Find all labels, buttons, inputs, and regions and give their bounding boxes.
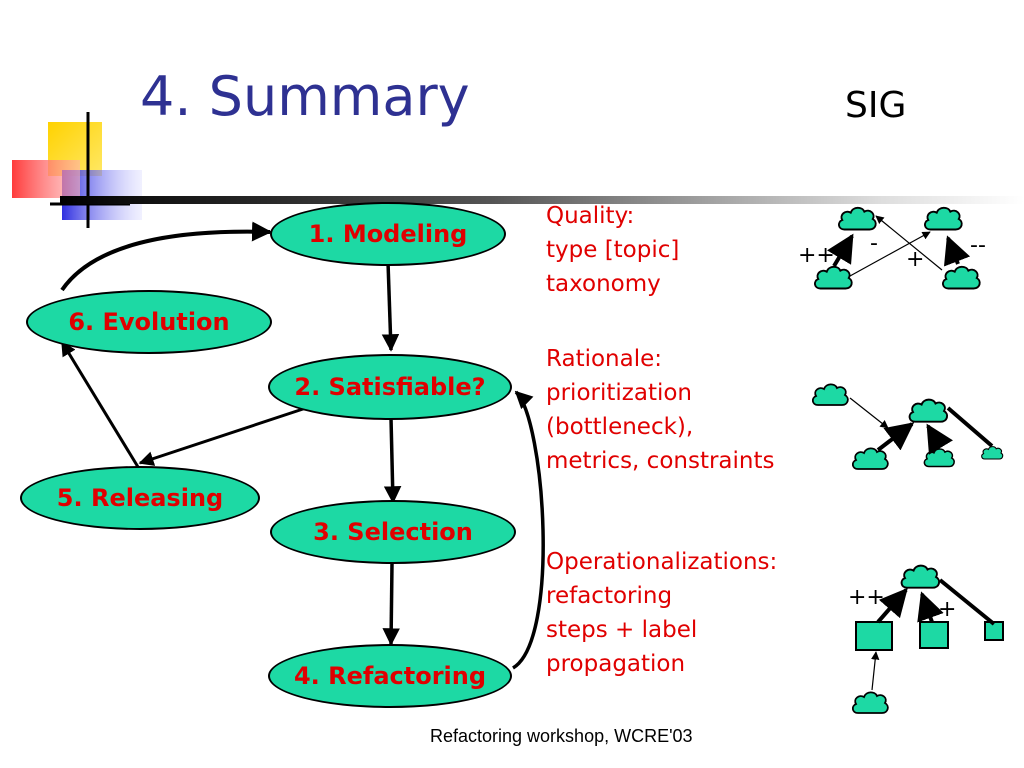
logo-graphic (12, 112, 142, 228)
sig-label: SIG (845, 85, 907, 126)
slide-footer: Refactoring workshop, WCRE'03 (430, 726, 693, 746)
sig-label-plus: + (906, 247, 924, 272)
sig-rationale-link (946, 406, 994, 448)
softgoal-cloud-icon (941, 265, 981, 290)
operationalization-box (919, 621, 949, 649)
sig-label-plus-plus: ++ (798, 243, 835, 268)
arrow-satisfiable-to-selection (383, 417, 402, 504)
note-quality: Quality: type [topic] taxonomy (546, 199, 679, 301)
sig-quality-diagram: ++ - + -- (798, 206, 986, 290)
note-rationale-line: metrics, constraints (546, 448, 775, 474)
softgoal-cloud-icon (851, 447, 889, 470)
node-satisfiable: 2. Satisfiable? (268, 354, 512, 420)
sig-operationalization-link (917, 591, 944, 623)
softgoal-cloud-icon (851, 691, 889, 714)
note-operationalizations-line: Operationalizations: (546, 549, 778, 575)
note-quality-line: Quality: (546, 203, 635, 229)
sig-operationalizations-diagram: ++ + (848, 564, 1004, 714)
sig-operationalization-link (876, 587, 908, 624)
note-operationalizations-line: refactoring (546, 583, 673, 609)
sig-operationalization-link (938, 578, 996, 626)
softgoal-cloud-icon (900, 564, 941, 589)
arrow-releasing-to-evolution (60, 340, 140, 468)
arrow-selection-to-refactoring (382, 563, 400, 646)
arrow-modeling-to-satisfiable (381, 261, 400, 352)
sig-label-plus: + (938, 597, 956, 622)
sig-operationalization-link (871, 651, 880, 691)
node-refactoring: 4. Refactoring (268, 644, 512, 708)
sig-label-plus-plus: ++ (848, 585, 885, 610)
sig-label-minus-minus: -- (970, 233, 986, 258)
sig-rationale-link (876, 422, 915, 452)
node-modeling: 1. Modeling (270, 202, 506, 266)
operationalization-box (984, 621, 1004, 641)
logo-red-square (12, 160, 80, 198)
node-selection: 3. Selection (270, 500, 516, 564)
softgoal-cloud-icon (811, 383, 849, 406)
operationalization-box (855, 621, 893, 651)
note-rationale-line: prioritization (546, 380, 692, 406)
sig-rationale-link (926, 423, 953, 455)
note-operationalizations-line: steps + label (546, 617, 698, 643)
note-operationalizations-line: propagation (546, 651, 686, 677)
softgoal-cloud-icon (981, 445, 1004, 460)
softgoal-cloud-icon (837, 206, 877, 231)
softgoal-cloud-icon (908, 398, 949, 423)
softgoal-cloud-icon (923, 448, 955, 468)
sig-rationale-link (849, 397, 889, 429)
sig-rationale-diagram (811, 383, 1004, 470)
sig-quality-link (875, 215, 943, 271)
note-rationale-line: Rationale: (546, 346, 663, 372)
arrow-satisfiable-to-releasing (138, 406, 307, 466)
softgoal-cloud-icon (813, 265, 853, 290)
note-rationale: Rationale: prioritization (bottleneck), … (546, 342, 774, 478)
note-quality-line: type [topic] (546, 237, 680, 263)
sig-quality-link (849, 231, 931, 277)
slide-title: 4. Summary (140, 65, 470, 128)
node-releasing: 5. Releasing (20, 466, 260, 530)
arrow-refactoring-to-satisfiable (511, 390, 545, 670)
sig-quality-link (943, 235, 971, 267)
sig-label-minus: - (870, 231, 878, 256)
arrow-evolution-to-modeling (60, 221, 272, 292)
node-evolution: 6. Evolution (26, 290, 272, 354)
title-divider (60, 196, 1024, 204)
softgoal-cloud-icon (923, 206, 963, 231)
note-rationale-line: (bottleneck), (546, 414, 694, 440)
sig-quality-link (827, 233, 854, 268)
note-operationalizations: Operationalizations: refactoring steps +… (546, 545, 777, 681)
note-quality-line: taxonomy (546, 271, 661, 297)
